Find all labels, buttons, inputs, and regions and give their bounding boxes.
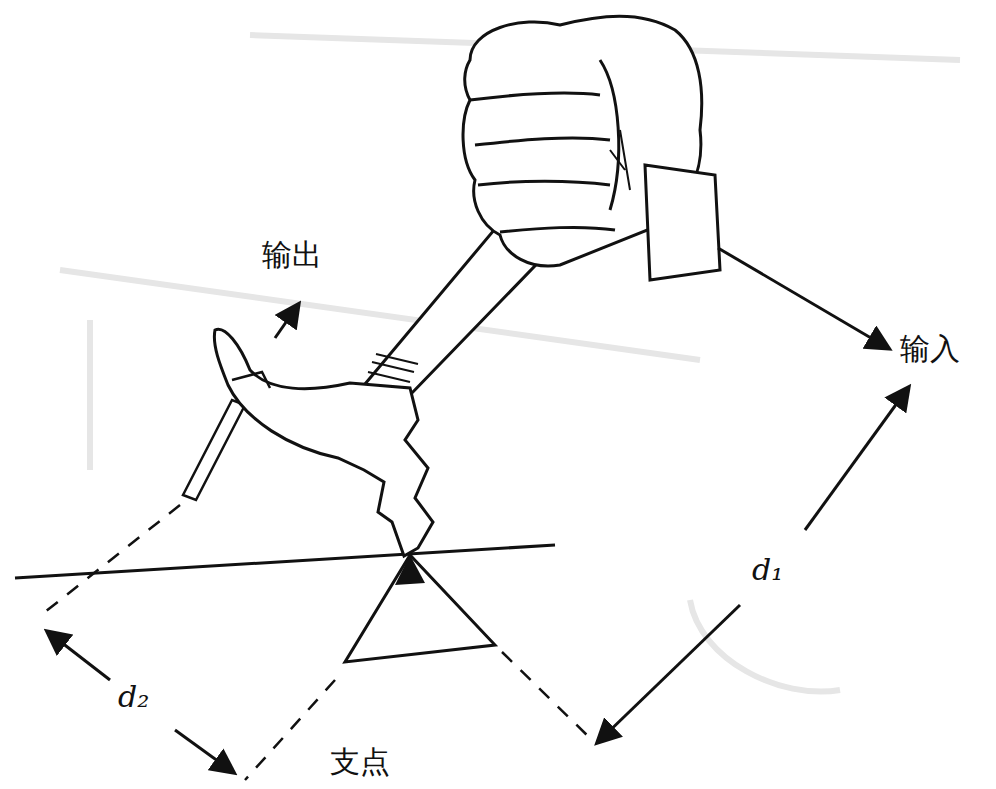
force-label: 输入 (900, 332, 960, 365)
distance-label: d₂ (118, 680, 149, 713)
fulcrum-triangle (345, 555, 495, 662)
fulcrum-label: 支点 (330, 745, 390, 778)
force-label: 输出 (262, 238, 322, 271)
hammer-head (214, 329, 433, 556)
nail (183, 400, 245, 500)
dashed-leader (45, 505, 592, 780)
hand (463, 16, 720, 280)
force-arrow (48, 248, 908, 772)
distance-label: d₁ (752, 553, 783, 586)
